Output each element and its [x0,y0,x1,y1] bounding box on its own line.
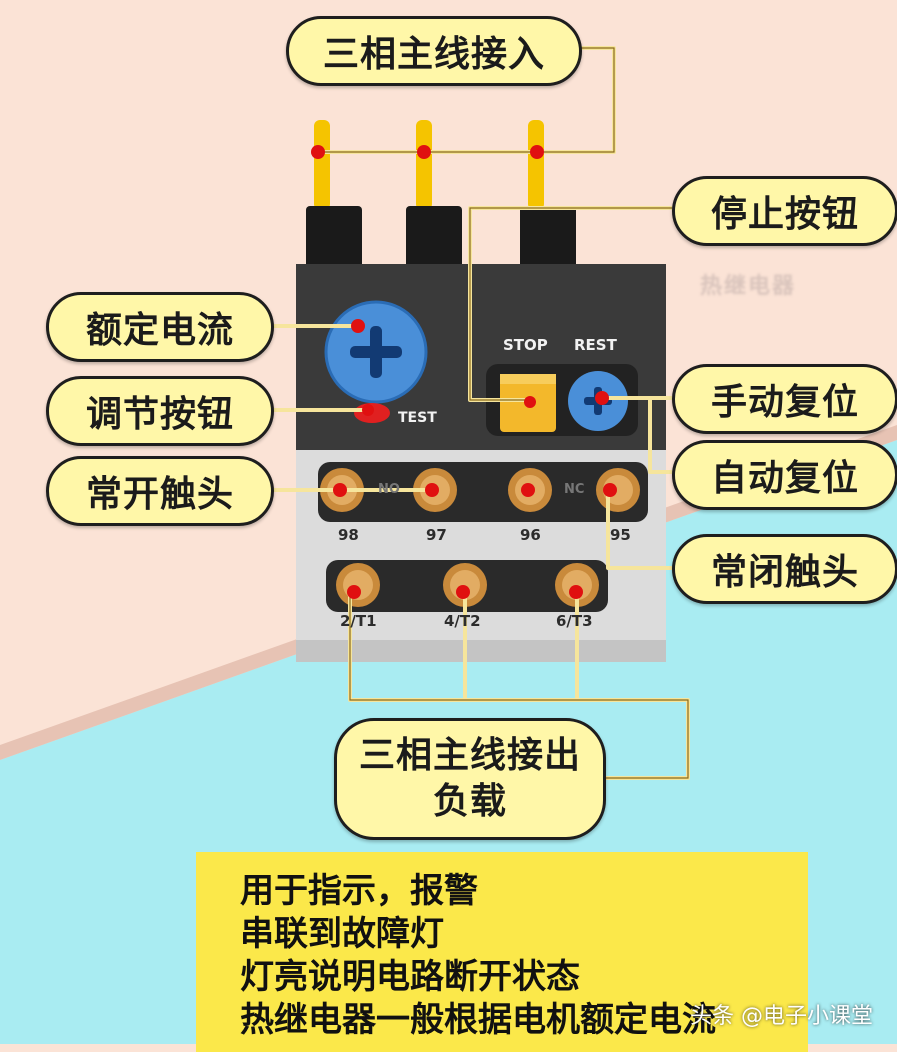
nc-label: NC [564,482,585,497]
terminal-6t3: 6/T3 [556,612,593,630]
info-box: 用于指示，报警 串联到故障灯 灯亮说明电路断开状态 热继电器一般根据电机额定电流 [196,852,808,1052]
callout-manual-reset: 手动复位 [672,364,897,434]
test-label: TEST [398,410,437,426]
terminal-97: 97 [426,526,447,544]
callout-three-phase-out: 三相主线接出 负载 [334,718,606,840]
no-label: NO [378,482,400,497]
aux-terminal-strip [318,462,648,522]
callout-adjust-button: 调节按钮 [46,376,274,446]
connection-dots [311,145,617,599]
stop-label: STOP [503,336,548,354]
incoming-wires [314,120,544,210]
callout-normally-open: 常开触头 [46,456,274,526]
callout-auto-reset: 自动复位 [672,440,897,510]
callout-normally-closed: 常闭触头 [672,534,897,604]
wire-caps [306,206,576,270]
leader-lines-inner [318,47,689,779]
callout-rated-current: 额定电流 [46,292,274,362]
info-line-3: 灯亮说明电路断开状态 [240,957,580,997]
callout-three-phase-out-line1: 三相主线接出 [358,735,581,776]
callout-three-phase-out-line2: 负载 [432,781,507,822]
watermark: 头条 @电子小课堂 [690,1004,873,1029]
callout-stop-button: 停止按钮 [672,176,897,246]
terminal-2t1: 2/T1 [340,612,377,630]
relay-bottom-strip [296,640,666,662]
terminal-98: 98 [338,526,359,544]
info-line-1: 用于指示，报警 [240,871,478,911]
dial-plus-icon [350,326,402,378]
info-line-2: 串联到故障灯 [240,914,444,954]
terminal-96: 96 [520,526,541,544]
terminal-95: 95 [610,526,631,544]
terminal-4t2: 4/T2 [444,612,481,630]
info-line-4: 热继电器一般根据电机额定电流 [240,1000,716,1040]
blurred-caption: 热继电器 [700,274,797,299]
callout-three-phase-in: 三相主线接入 [286,16,582,86]
reset-label: REST [574,336,617,354]
